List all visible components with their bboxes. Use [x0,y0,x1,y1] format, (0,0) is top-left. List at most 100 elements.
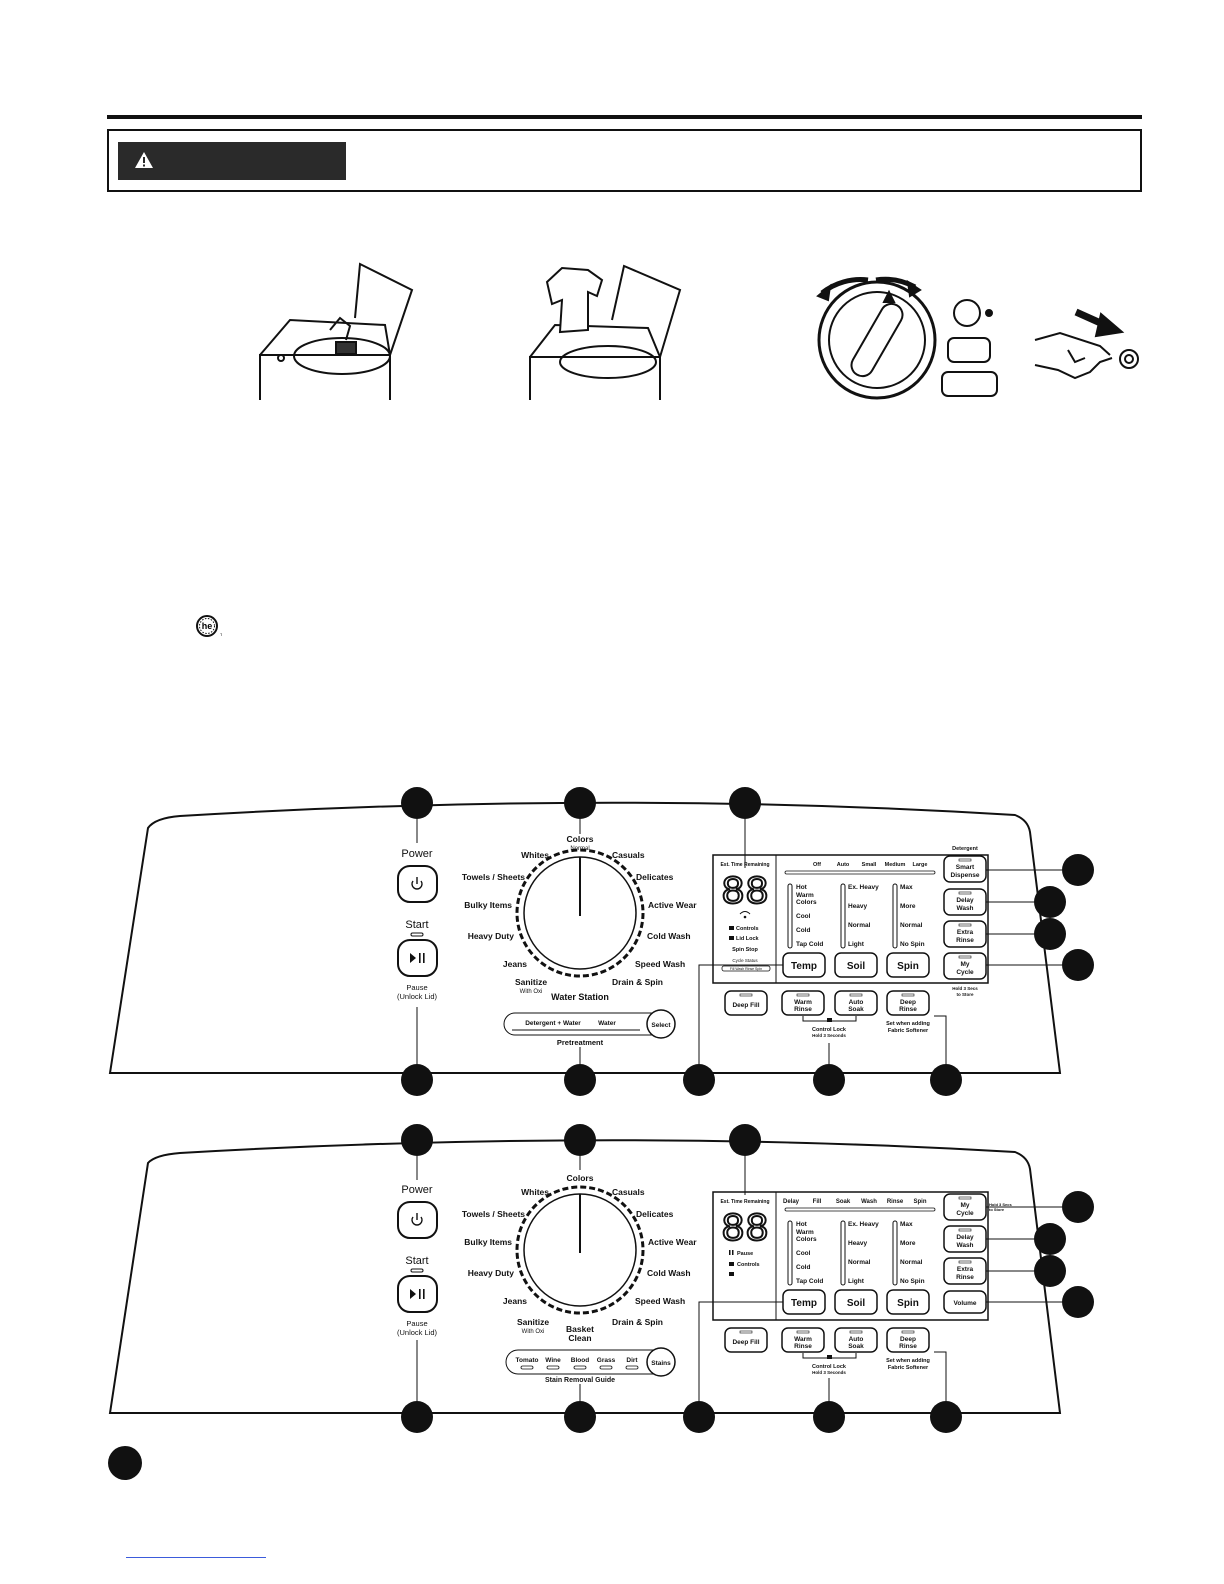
hold-store-label-2: to Store [989,1207,1005,1212]
select-button[interactable] [646,1009,676,1039]
soil-ex-heavy: Ex. Heavy [848,884,879,891]
soil-level-bar [840,883,846,949]
spin-button[interactable]: Spin [886,952,930,978]
soil-normal: Normal [848,1259,871,1266]
stain-blood: Blood [571,1357,589,1364]
my-cycle-label-2: Cycle [956,1210,974,1217]
fabric-softener-label: Fabric Softener [888,1028,929,1034]
power-button[interactable] [397,865,438,903]
start-pause-button[interactable] [397,939,438,977]
unlock-lid-label: (Unlock Lid) [397,992,438,1001]
deep-fill-button[interactable]: Deep Fill [724,990,768,1016]
unlock-lid-label: (Unlock Lid) [397,1328,438,1337]
power-button[interactable] [397,1201,438,1239]
cycle-sanitize: Sanitize [515,977,547,987]
status-rinse: Rinse [887,1199,904,1205]
callout-11 [813,1378,845,1433]
callout-10 [683,964,785,1096]
washer-detergent-illustration [259,262,414,400]
cycle-selector-dial[interactable] [515,848,645,978]
cycle-cold-wash: Cold Wash [647,1268,691,1278]
warning-triangle-icon [135,152,153,168]
callout-5 [986,1223,1066,1255]
spin-no-spin: No Spin [900,941,925,948]
volume-button[interactable]: Volume [943,1290,987,1314]
lid-lock-icon [729,1272,734,1276]
callout-9 [564,1047,596,1096]
cycle-heavy-duty: Heavy Duty [468,1268,515,1278]
deep-rinse-label-2: Rinse [899,1006,917,1013]
auto-soak-label-1: Auto [849,1336,864,1343]
stains-button[interactable] [646,1347,676,1377]
cycle-sanitize: Sanitize [517,1317,549,1327]
extra-rinse-label-2: Rinse [956,937,974,944]
warning-box [107,129,1142,192]
cycle-selector-dial[interactable] [515,1185,645,1315]
stain-dirt: Dirt [626,1357,638,1364]
hand-press-illustration [1034,308,1139,380]
play-pause-icon [410,953,425,963]
soil-button[interactable]: Soil [834,952,878,978]
cycle-speed-wash: Speed Wash [635,959,685,969]
temp-button[interactable]: Temp [782,952,826,978]
callout-4 [986,1191,1094,1223]
start-pause-button[interactable] [397,1275,438,1313]
smart-dispense-label-1: Smart [956,864,975,871]
cycle-sanitize-sub: With Oxi [522,1329,545,1335]
lid-lock-icon [729,936,734,940]
stain-wine: Wine [545,1357,561,1364]
warm-rinse-label-2: Rinse [794,1006,812,1013]
play-pause-icon [410,1289,425,1299]
temp-colors: Colors [796,899,817,906]
stain-selector[interactable]: Tomato Wine Blood Grass Dirt Stains [505,1347,676,1377]
temp-cool: Cool [796,913,811,920]
cycle-speed-wash: Speed Wash [635,1296,685,1306]
spin-normal: Normal [900,922,923,929]
cycle-colors: Colors [567,1173,594,1183]
pretreatment-selector[interactable]: Detergent + Water Water Select [503,1009,676,1039]
cycle-drain-spin: Drain & Spin [612,977,663,987]
detergent-off: Off [813,862,821,868]
soil-button[interactable]: Soil [834,1289,878,1315]
hold-seconds-label: Hold 3 Seconds [812,1033,846,1038]
delay-wash-label-1: Delay [956,1234,974,1241]
spin-button[interactable]: Spin [886,1289,930,1315]
callout-9 [564,1384,596,1433]
start-indicator [410,932,424,937]
callout-3 [729,1124,761,1195]
bullet-callout [108,1446,142,1480]
power-icon [411,1213,423,1226]
spin-max: Max [900,1221,913,1228]
deep-fill-button[interactable]: Deep Fill [724,1327,768,1353]
instruction-illustrations [259,262,1139,400]
cycle-casuals: Casuals [612,1187,645,1197]
status-wash: Wash [861,1199,877,1205]
smart-dispense-label-2: Dispense [951,872,980,879]
cycle-cold-wash: Cold Wash [647,931,691,941]
callout-11 [813,1043,845,1096]
cycle-colors: Colors [567,834,594,844]
footer-link-underline[interactable] [126,1557,266,1558]
set-when-label: Set when adding [886,1358,930,1364]
soil-normal: Normal [848,922,871,929]
temp-cool: Cool [796,1250,811,1257]
deep-rinse-label-1: Deep [900,1336,916,1343]
soil-level-bar [840,1220,846,1286]
delay-wash-label-2: Wash [956,905,973,912]
spin-button-label: Spin [897,961,919,972]
callout-5 [986,886,1066,918]
temp-button[interactable]: Temp [782,1289,826,1315]
